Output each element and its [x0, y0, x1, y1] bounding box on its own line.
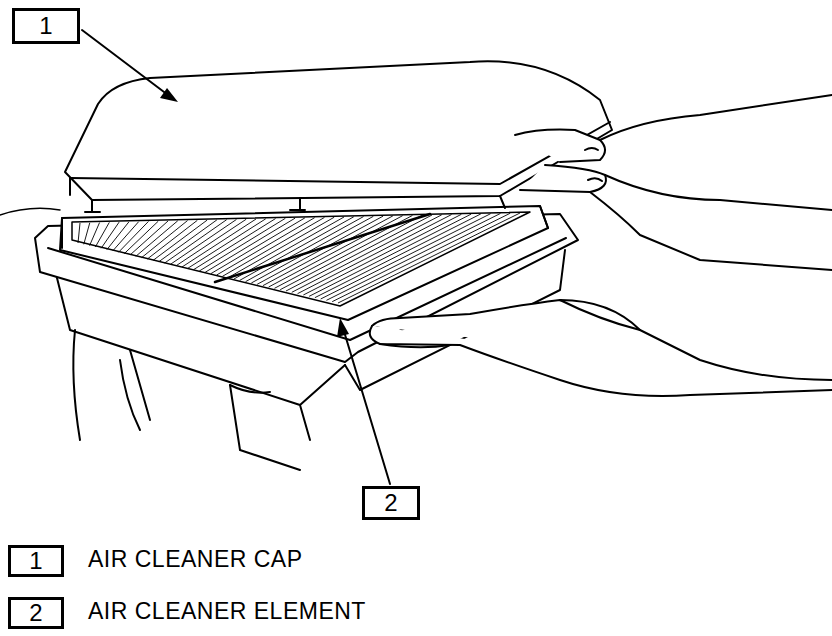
callout-box: 1: [8, 545, 64, 577]
callout-number: 2: [29, 601, 42, 625]
callout-box: 2: [362, 486, 420, 520]
callout-number: 1: [29, 549, 42, 573]
callout-box: 1: [12, 8, 80, 44]
part-name: AIR CLEANER CAP: [88, 548, 303, 571]
part-name: AIR CLEANER ELEMENT: [88, 600, 366, 623]
callout-number: 2: [384, 491, 397, 515]
callout-box: 2: [8, 597, 64, 629]
callout-number: 1: [39, 14, 52, 38]
